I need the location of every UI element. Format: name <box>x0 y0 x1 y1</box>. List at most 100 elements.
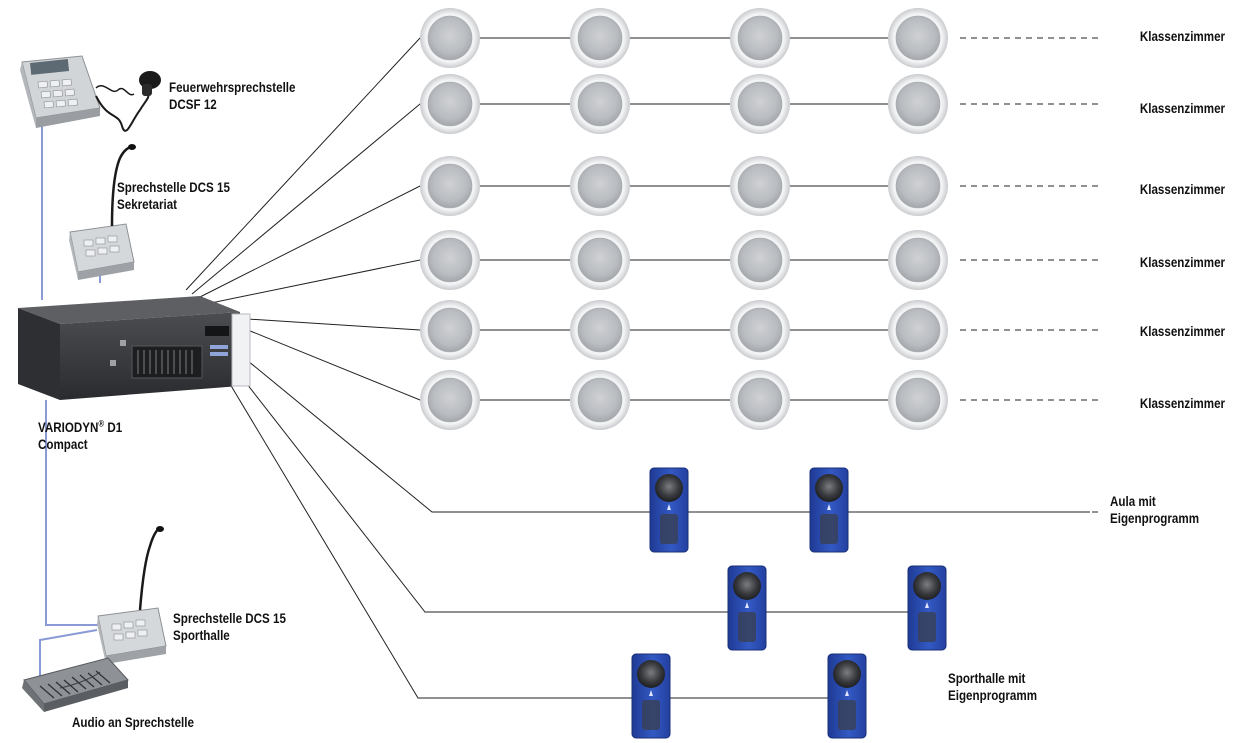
speaker-cone <box>737 377 783 423</box>
speaker-cone <box>577 237 623 283</box>
speaker-cone <box>427 307 473 353</box>
aula-label-line1: Aula mit <box>1110 494 1156 509</box>
fire-station-label-line1: Feuerwehrsprechstelle <box>169 80 296 95</box>
speaker-cone <box>737 15 783 61</box>
sporthalle-label-line2: Eigenprogramm <box>948 688 1038 703</box>
call-station-secretariat-icon <box>69 144 136 280</box>
ceiling-speaker-icon <box>730 230 790 290</box>
sporthall-station-label: Sprechstelle DCS 15 Sporthalle <box>173 610 286 644</box>
speaker-cone <box>895 237 941 283</box>
ceiling-speaker-icon <box>888 230 948 290</box>
ceiling-speaker-icon <box>570 74 630 134</box>
cabinet-logo <box>925 602 929 608</box>
ceiling-speaker-icon <box>730 8 790 68</box>
cabinet-woofer <box>733 572 761 600</box>
speaker-cone <box>895 81 941 127</box>
speaker-cone <box>737 307 783 353</box>
sporthall-station-label-line2: Sporthalle <box>173 628 230 643</box>
sporthalle-label-line1: Sporthalle mit <box>948 671 1026 686</box>
ceiling-speaker-icon <box>570 8 630 68</box>
zone-continuation-lines <box>850 37 1098 513</box>
speaker-cone <box>737 81 783 127</box>
ceiling-speaker-icon <box>570 156 630 216</box>
ceiling-speaker-icon <box>730 300 790 360</box>
classroom-label-text: Klassenzimmer <box>1139 324 1225 339</box>
classroom-label-text: Klassenzimmer <box>1139 101 1225 116</box>
aula-label-line2: Eigenprogramm <box>1110 511 1200 526</box>
ceiling-speaker-icon <box>420 8 480 68</box>
cabinet-speaker-icon <box>809 467 849 553</box>
aula-label: Aula mit Eigenprogramm <box>1110 493 1199 527</box>
ceiling-speaker-icon <box>730 370 790 430</box>
ceiling-speaker-icon <box>570 300 630 360</box>
speaker-cone <box>577 307 623 353</box>
classroom-label-3: Klassenzimmer <box>1140 181 1225 198</box>
classroom-label-6: Klassenzimmer <box>1140 395 1225 412</box>
cabinet-speaker-icon <box>907 565 947 651</box>
ceiling-speaker-icon <box>570 370 630 430</box>
fire-station-label-line2: DCSF 12 <box>169 97 217 112</box>
speaker-cone <box>577 163 623 209</box>
bus-cable <box>39 126 101 676</box>
cabinet-speakers <box>631 467 947 739</box>
cabinet-logo <box>845 690 849 696</box>
cabinet-woofer <box>655 474 683 502</box>
cabinet-logo <box>667 504 671 510</box>
cabinet-port <box>642 700 660 730</box>
ceiling-speaker-icon <box>888 300 948 360</box>
ceiling-speakers <box>420 8 948 430</box>
ceiling-speaker-icon <box>888 74 948 134</box>
registered-mark: ® <box>98 418 105 429</box>
sporthalle-wire <box>229 383 842 699</box>
speaker-cone <box>577 81 623 127</box>
classroom-label-5: Klassenzimmer <box>1140 323 1225 340</box>
ceiling-speaker-icon <box>888 8 948 68</box>
cabinet-port <box>918 612 936 642</box>
cabinet-port <box>660 514 678 544</box>
call-station-sporthall-icon <box>97 526 167 664</box>
cabinet-woofer <box>913 572 941 600</box>
amplifier-label: VARIODYN® D1 Compact <box>38 419 122 453</box>
classroom-label-text: Klassenzimmer <box>1139 29 1225 44</box>
speaker-cone <box>427 377 473 423</box>
amplifier-label-line1: VARIODYN® D1 <box>38 419 122 436</box>
cabinet-port <box>838 700 856 730</box>
cabinet-port <box>820 514 838 544</box>
aula-wire <box>241 355 1090 513</box>
audio-mixer-icon <box>22 657 129 712</box>
ceiling-speaker-icon <box>570 230 630 290</box>
speaker-cone <box>737 163 783 209</box>
amplifier-name: VARIODYN <box>38 420 99 435</box>
classroom-label-4: Klassenzimmer <box>1140 254 1225 271</box>
speaker-cone <box>427 15 473 61</box>
zone-wire <box>197 185 918 299</box>
speaker-cone <box>737 237 783 283</box>
cabinet-speaker-icon <box>649 467 689 553</box>
secretariat-station-label: Sprechstelle DCS 15 Sekretariat <box>117 179 230 213</box>
amplifier-label-line2: Compact <box>38 437 88 452</box>
classroom-label-text: Klassenzimmer <box>1139 396 1225 411</box>
ceiling-speaker-icon <box>730 156 790 216</box>
bus-segment <box>39 629 98 676</box>
ceiling-speaker-icon <box>420 74 480 134</box>
speaker-cone <box>427 163 473 209</box>
fire-station-label: Feuerwehrsprechstelle DCSF 12 <box>169 79 295 113</box>
bus-segment <box>45 400 100 626</box>
secretariat-station-label-line2: Sekretariat <box>117 197 178 212</box>
zone-wire <box>205 259 918 305</box>
speaker-cone <box>577 377 623 423</box>
speaker-cone <box>577 15 623 61</box>
cabinet-logo <box>649 690 653 696</box>
speaker-wiring <box>185 37 1090 699</box>
classroom-label-2: Klassenzimmer <box>1140 100 1225 117</box>
speaker-cone <box>895 163 941 209</box>
ceiling-speaker-icon <box>420 370 480 430</box>
classroom-label-text: Klassenzimmer <box>1139 255 1225 270</box>
sporthall-station-label-line1: Sprechstelle DCS 15 <box>173 611 286 626</box>
speaker-cone <box>895 377 941 423</box>
cabinet-woofer <box>833 660 861 688</box>
mixer-label: Audio an Sprechstelle <box>72 714 194 731</box>
speaker-cone <box>895 15 941 61</box>
zone-wire <box>191 103 918 295</box>
